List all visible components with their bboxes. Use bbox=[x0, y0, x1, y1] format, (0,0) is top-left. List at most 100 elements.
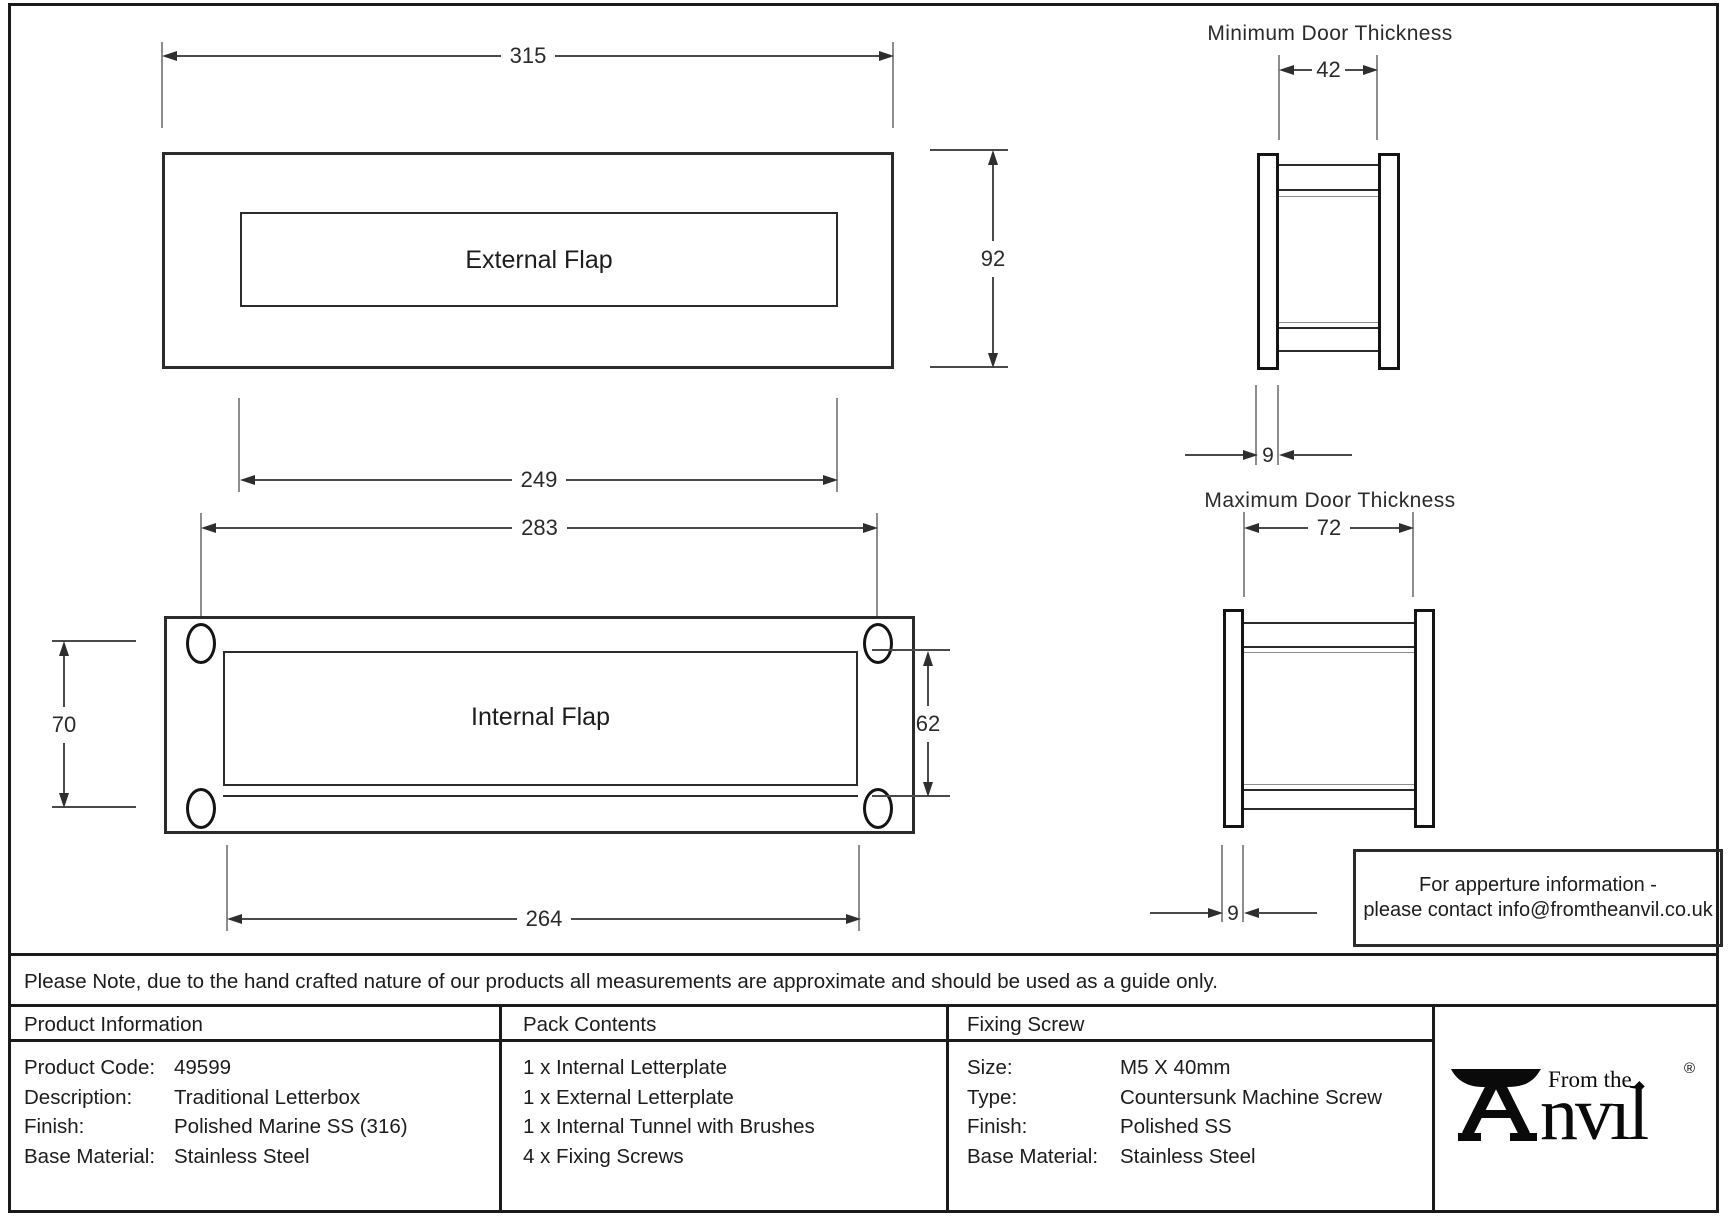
pack-contents-item: 1 x Internal Letterplate bbox=[523, 1056, 727, 1079]
table-header-top-border bbox=[8, 1004, 1719, 1007]
dim-315-value: 315 bbox=[509, 43, 547, 68]
min-tunnel-line bbox=[1279, 189, 1378, 191]
fixing-screw-header: Fixing Screw bbox=[967, 1013, 1085, 1036]
product-information-header: Product Information bbox=[24, 1013, 203, 1036]
min-tunnel-line bbox=[1279, 327, 1378, 329]
dim-249-ext-right bbox=[836, 398, 838, 492]
table-row-label: Finish: bbox=[967, 1115, 1028, 1138]
dim-42-ext-left bbox=[1278, 55, 1280, 140]
table-row-label: Description: bbox=[24, 1086, 133, 1109]
dim-315: 315 bbox=[162, 43, 894, 69]
external-flap-label: External Flap bbox=[465, 246, 613, 274]
dim-92-value: 92 bbox=[980, 246, 1006, 271]
table-row-value: M5 X 40mm bbox=[1120, 1056, 1231, 1079]
arrow-left-icon bbox=[1279, 450, 1294, 460]
arrow-right-icon bbox=[879, 51, 894, 61]
min-tunnel-line bbox=[1279, 164, 1378, 166]
from-the-anvil-logo bbox=[1450, 1066, 1542, 1142]
dim-42-ext-right bbox=[1376, 55, 1378, 140]
arrow-left-icon bbox=[1244, 523, 1259, 533]
dim-264-ext-left bbox=[226, 845, 228, 931]
arrow-left-icon bbox=[240, 475, 255, 485]
internal-flap-label: Internal Flap bbox=[471, 703, 610, 731]
arrow-down-icon bbox=[988, 353, 998, 368]
dim-62: 62 bbox=[915, 651, 941, 797]
logo-diamond-icon: ◆ bbox=[1634, 1077, 1645, 1093]
dim-72-ext-right bbox=[1412, 512, 1414, 597]
table-row-value: Stainless Steel bbox=[1120, 1145, 1256, 1168]
table-row-label: Type: bbox=[967, 1086, 1018, 1109]
arrow-left-icon bbox=[201, 523, 216, 533]
internal-flap-lip-line bbox=[223, 795, 858, 797]
arrow-up-icon bbox=[988, 150, 998, 165]
screw-hole-bottom-left bbox=[186, 788, 216, 829]
dim-42: 42 bbox=[1279, 57, 1379, 83]
table-divider-1 bbox=[499, 1004, 502, 1213]
max-tunnel-line-thin bbox=[1244, 784, 1414, 785]
min-tunnel-line bbox=[1279, 350, 1378, 352]
table-row-value: Traditional Letterbox bbox=[174, 1086, 361, 1109]
arrow-right-icon bbox=[823, 475, 838, 485]
aperture-info-line1: For apperture information - bbox=[1419, 874, 1657, 896]
arrow-down-icon bbox=[59, 793, 69, 808]
table-row-label: Size: bbox=[967, 1056, 1013, 1079]
table-row-value: Stainless Steel bbox=[174, 1145, 310, 1168]
max-door-thickness-title: Maximum Door Thickness bbox=[1204, 489, 1456, 512]
dim-92-tick-top bbox=[930, 149, 1008, 151]
arrow-down-icon bbox=[923, 782, 933, 797]
aperture-info-line2: please contact info@fromtheanvil.co.uk bbox=[1363, 899, 1713, 921]
table-row-label: Product Code: bbox=[24, 1056, 156, 1079]
dim-62-tick-top bbox=[872, 649, 950, 651]
dim-249-ext-left bbox=[238, 398, 240, 492]
table-row-value: Polished Marine SS (316) bbox=[174, 1115, 408, 1138]
aperture-info-box: For apperture information - please conta… bbox=[1353, 849, 1723, 947]
anvil-icon bbox=[1451, 1069, 1541, 1141]
arrow-right-icon bbox=[1208, 908, 1223, 918]
table-row-value: Polished SS bbox=[1120, 1115, 1232, 1138]
dim-283-ext-right bbox=[876, 513, 878, 623]
screw-hole-top-left bbox=[186, 623, 216, 664]
dim-283-value: 283 bbox=[521, 515, 558, 540]
max-door-right-plate bbox=[1414, 609, 1435, 828]
logo-from-the-text: From the bbox=[1548, 1067, 1632, 1092]
arrow-up-icon bbox=[923, 651, 933, 666]
max-door-left-plate bbox=[1223, 609, 1244, 828]
dim-62-tick-bottom bbox=[872, 795, 950, 797]
dim-283-ext-left bbox=[200, 513, 202, 623]
min-door-left-plate bbox=[1257, 153, 1279, 370]
sheet-border bbox=[8, 3, 1719, 1213]
dim-264-ext-right bbox=[858, 845, 860, 931]
arrow-left-icon bbox=[1279, 65, 1294, 75]
table-row-label: Base Material: bbox=[24, 1145, 156, 1168]
max-tunnel-line bbox=[1244, 789, 1414, 791]
dim-264-value: 264 bbox=[525, 906, 563, 931]
arrow-right-icon bbox=[846, 914, 861, 924]
table-header-bottom-border bbox=[8, 1039, 1432, 1042]
max-dim-9-lead-left bbox=[1150, 912, 1209, 914]
table-row-value: 49599 bbox=[174, 1056, 232, 1079]
min-dim-9-ext-left bbox=[1255, 385, 1257, 465]
dim-315-ext-left bbox=[161, 42, 163, 128]
table-row-label: Base Material: bbox=[967, 1145, 1099, 1168]
min-dim-9-ext-right bbox=[1277, 385, 1279, 465]
dim-315-ext-right bbox=[892, 42, 894, 128]
max-dim-9-ext-right bbox=[1242, 845, 1244, 922]
max-dim-9-value: 9 bbox=[1227, 902, 1239, 925]
table-divider-3 bbox=[1432, 1004, 1435, 1213]
dim-62-value: 62 bbox=[915, 711, 941, 736]
min-door-thickness-title: Minimum Door Thickness bbox=[1207, 22, 1453, 45]
dim-70-tick-bottom bbox=[52, 806, 136, 808]
dim-72-value: 72 bbox=[1316, 515, 1342, 540]
table-divider-2 bbox=[946, 1004, 949, 1213]
arrow-left-icon bbox=[227, 914, 242, 924]
pack-contents-header: Pack Contents bbox=[523, 1013, 657, 1036]
min-dim-9-lead-left bbox=[1185, 454, 1244, 456]
external-flap-outline bbox=[240, 212, 838, 307]
dim-72: 72 bbox=[1244, 515, 1415, 541]
dim-70-tick-top bbox=[52, 640, 136, 642]
max-tunnel-line bbox=[1244, 808, 1414, 810]
arrow-up-icon bbox=[59, 641, 69, 656]
max-tunnel-line-thin bbox=[1244, 652, 1414, 653]
arrow-right-icon bbox=[863, 523, 878, 533]
